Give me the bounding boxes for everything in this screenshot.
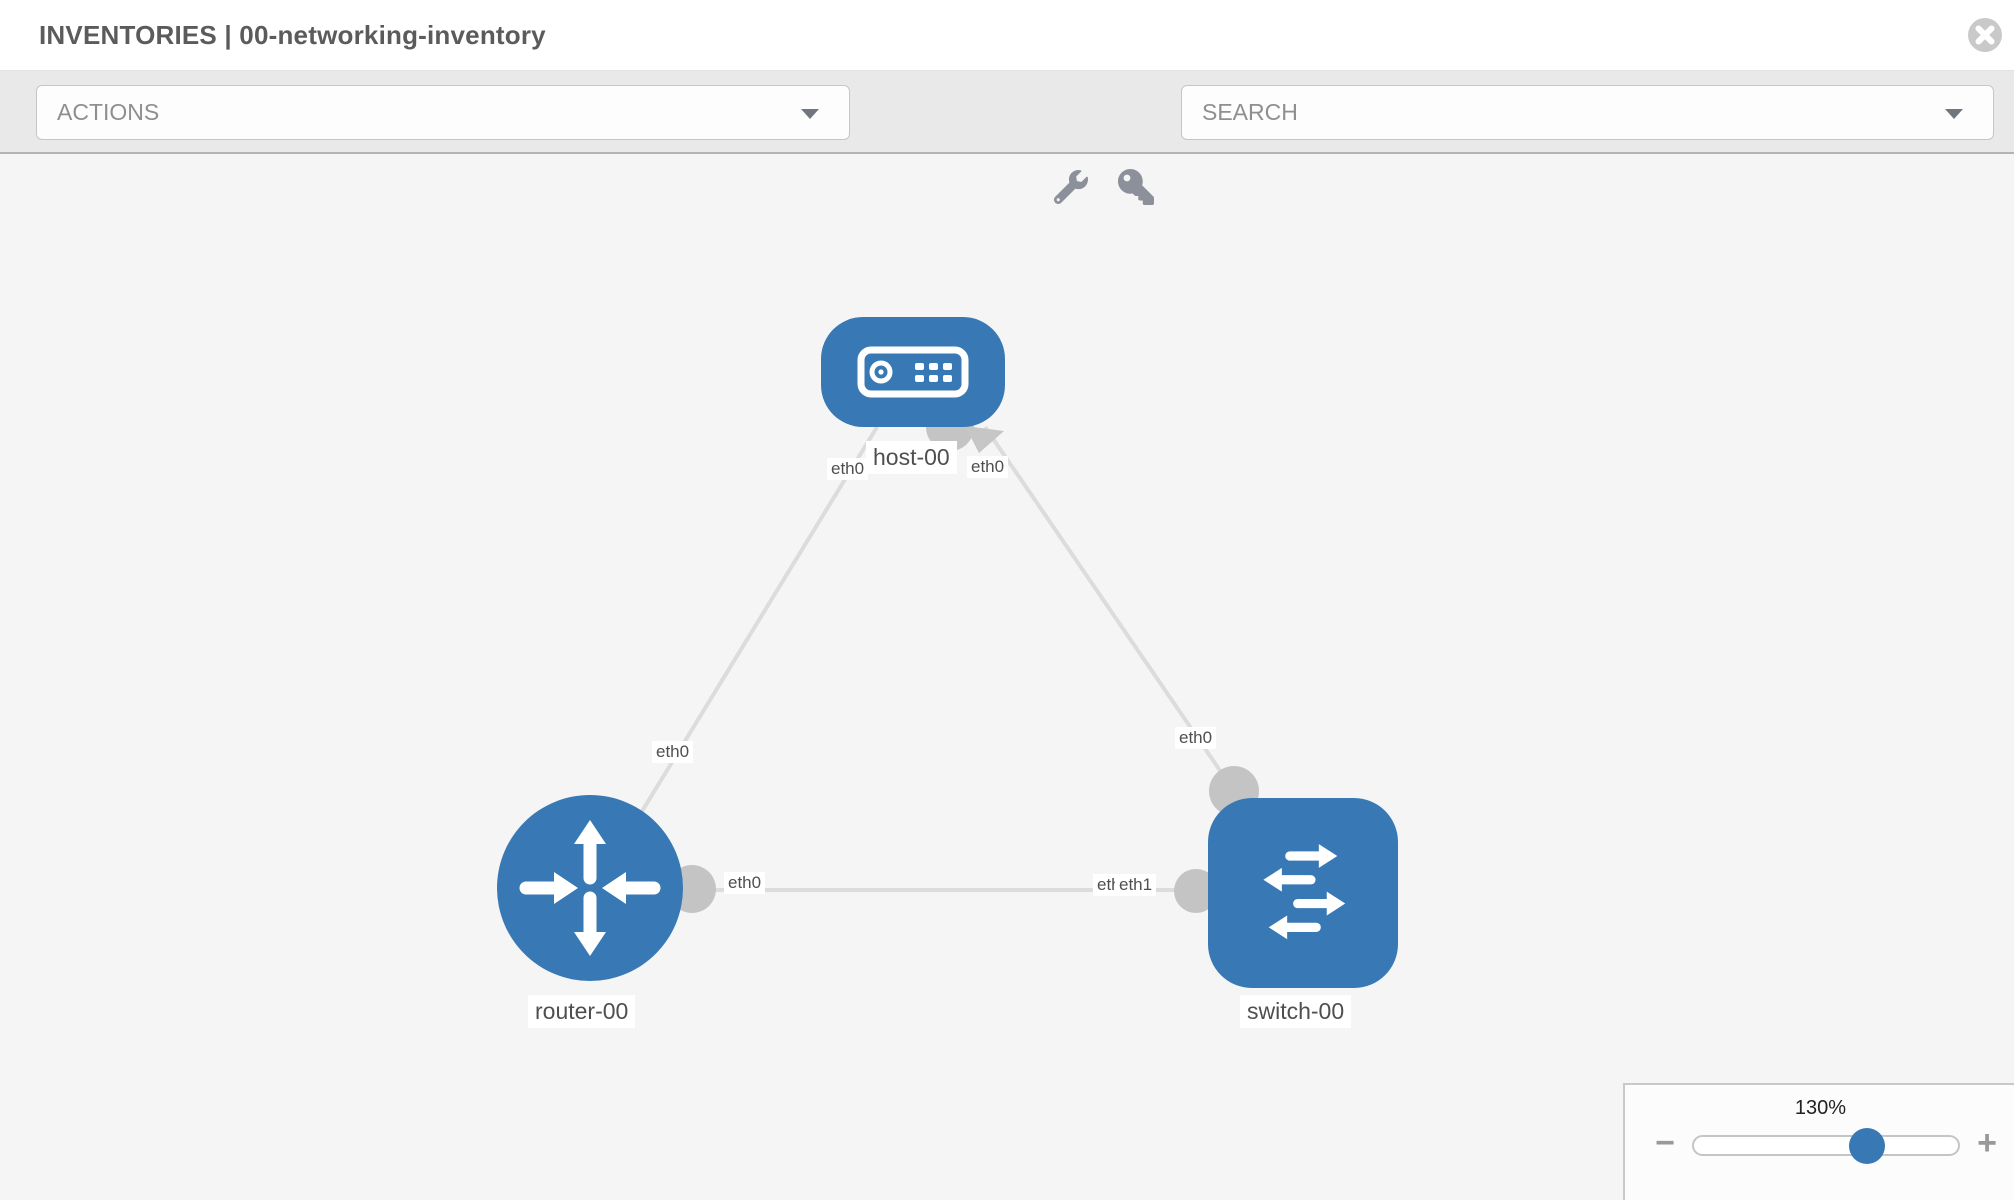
search-dropdown[interactable]: SEARCH	[1181, 85, 1994, 140]
search-dropdown-label: SEARCH	[1202, 99, 1298, 125]
actions-dropdown[interactable]: ACTIONS	[36, 85, 850, 140]
link-arrowhead	[965, 426, 1004, 453]
chevron-down-icon	[801, 108, 819, 119]
configure-button[interactable]	[1049, 167, 1093, 207]
interface-label: eth0	[1175, 727, 1217, 749]
node-label-switch: switch-00	[1240, 995, 1352, 1028]
router-icon	[519, 820, 661, 956]
zoom-in-button[interactable]: +	[1977, 1124, 1997, 1162]
zoom-out-button[interactable]: −	[1655, 1124, 1675, 1162]
credentials-button[interactable]	[1114, 167, 1158, 207]
zoom-slider[interactable]	[1692, 1128, 1960, 1164]
header: INVENTORIES | 00-networking-inventory	[0, 0, 2014, 71]
zoom-slider-knob[interactable]	[1849, 1128, 1885, 1164]
close-button[interactable]	[1963, 13, 2007, 57]
interface-label: eth0	[652, 741, 694, 763]
host-icon	[857, 346, 969, 398]
toolbar: ACTIONS SEARCH	[0, 71, 2014, 205]
node-label-router: router-00	[528, 995, 636, 1028]
switch-icon	[1263, 844, 1346, 940]
topology-links-layer	[598, 403, 1259, 913]
close-icon	[1968, 18, 2002, 52]
node-label-host: host-00	[866, 441, 957, 474]
interface-label: eth1	[1115, 874, 1157, 896]
interface-label: eth0	[967, 456, 1009, 478]
zoom-panel: 130% − +	[1623, 1083, 2014, 1200]
zoom-level-value: 130%	[1794, 1097, 1847, 1119]
topology-canvas[interactable]: eth0 host-00 eth0 eth0 eth0 eth0 eth0 et…	[0, 153, 2014, 1200]
chevron-down-icon	[1945, 108, 1963, 119]
actions-dropdown-label: ACTIONS	[57, 99, 160, 125]
interface-label: eth0	[724, 872, 766, 894]
node-router-00[interactable]	[497, 795, 683, 981]
key-icon	[1118, 169, 1154, 205]
node-switch-00[interactable]	[1208, 798, 1398, 988]
wrench-icon	[1054, 170, 1088, 204]
page-title: INVENTORIES | 00-networking-inventory	[39, 20, 546, 50]
node-host-00[interactable]	[821, 317, 1005, 427]
interface-port-switch-left	[1174, 869, 1218, 913]
interface-label: eth0	[827, 458, 869, 480]
link-host-router[interactable]	[598, 425, 879, 882]
